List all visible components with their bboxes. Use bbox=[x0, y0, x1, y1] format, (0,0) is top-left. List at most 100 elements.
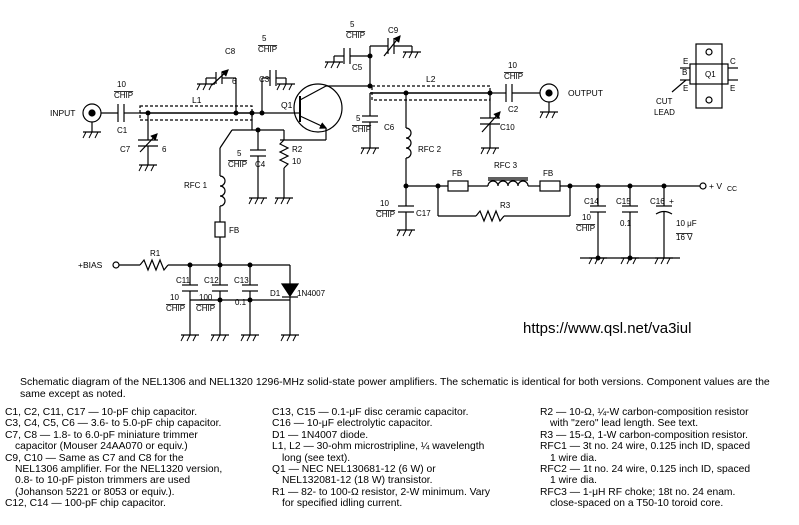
label-c15-value: 0.1 bbox=[620, 219, 632, 228]
label-d1-part: 1N4007 bbox=[297, 289, 326, 298]
parts-list-col1: C1, C2, C11, C17 — 10-pF chip capacitor.… bbox=[5, 407, 267, 510]
label-r2-value: 10 bbox=[292, 157, 301, 166]
label-c16-voltage: 16 V bbox=[676, 233, 693, 242]
label-c16-value: 10 μF bbox=[676, 219, 697, 228]
label-c7: C7 bbox=[120, 145, 131, 154]
watermark-url: https://www.qsl.net/va3iul bbox=[523, 320, 691, 337]
label-c16-plus: + bbox=[669, 196, 674, 206]
figure-caption: Schematic diagram of the NEL1306 and NEL… bbox=[20, 376, 770, 400]
part-line: close-spaced on a T50-10 toroid core. bbox=[550, 498, 724, 510]
label-c5-value: 5 bbox=[350, 20, 355, 29]
part-line: capacitor (Mouser 24AA070 or equiv.) bbox=[15, 441, 188, 453]
label-pin-q1: Q1 bbox=[705, 70, 716, 79]
label-c3: C3 bbox=[259, 75, 270, 84]
label-c2-value: 10 bbox=[508, 61, 517, 70]
label-c2: C2 bbox=[508, 105, 519, 114]
label-d1: D1 bbox=[270, 289, 281, 298]
part-line: 0.8- to 10-pF piston trimmers are used bbox=[15, 475, 191, 487]
label-c11-type: CHIP bbox=[166, 304, 185, 313]
label-input: INPUT bbox=[50, 108, 76, 118]
part-line: RFC1 — 3t no. 24 wire, 0.125 inch ID, sp… bbox=[540, 441, 751, 453]
part-line: C16 — 10-μF electrolytic capacitor. bbox=[272, 418, 433, 430]
label-c1: C1 bbox=[117, 126, 128, 135]
part-line: C7, C8 — 1.8- to 6.0-pF miniature trimme… bbox=[5, 429, 198, 441]
label-r2: R2 bbox=[292, 145, 303, 154]
label-c5-type: CHIP bbox=[346, 31, 365, 40]
label-c2-type: CHIP bbox=[504, 72, 523, 81]
label-c12-type: CHIP bbox=[196, 304, 215, 313]
label-c7-value: 6 bbox=[162, 145, 167, 154]
label-c6-value: 5 bbox=[356, 114, 361, 123]
schematic-diagram: INPUT OUTPUT +BIAS + V CC L1 L2 Q1 10 CH… bbox=[50, 20, 738, 342]
label-pin-e2: E bbox=[683, 84, 688, 93]
part-line: C12, C14 — 100-pF chip capacitor. bbox=[5, 498, 166, 510]
label-c12: C12 bbox=[204, 276, 219, 285]
label-c17: C17 bbox=[416, 209, 431, 218]
label-fb-1: FB bbox=[229, 226, 239, 235]
part-line: R1 — 82- to 100-Ω resistor, 2-W minimum.… bbox=[272, 486, 491, 498]
label-c12-value: 100 bbox=[199, 293, 213, 302]
label-c11-value: 10 bbox=[170, 293, 179, 302]
label-l2: L2 bbox=[426, 74, 436, 84]
part-line: 1 wire dia. bbox=[550, 475, 597, 487]
label-c14-type: CHIP bbox=[576, 224, 595, 233]
label-c16: C16 bbox=[650, 197, 665, 206]
label-pin-b: B bbox=[682, 68, 687, 77]
label-bias: +BIAS bbox=[78, 260, 103, 270]
label-vcc-sub: CC bbox=[727, 186, 737, 193]
label-l1: L1 bbox=[192, 95, 202, 105]
label-c6-type: CHIP bbox=[352, 125, 371, 134]
label-c14: C14 bbox=[584, 197, 599, 206]
label-fb-3: FB bbox=[543, 169, 553, 178]
part-line: C13, C15 — 0.1-μF disc ceramic capacitor… bbox=[272, 407, 469, 418]
label-c13: C13 bbox=[234, 276, 249, 285]
label-rfc3: RFC 3 bbox=[494, 161, 518, 170]
label-r3: R3 bbox=[500, 201, 511, 210]
part-line: with "zero" lead length. See text. bbox=[550, 418, 699, 430]
part-line: L1, L2 — 30-ohm microstripline, ¼ wavele… bbox=[272, 441, 485, 453]
label-pin-e3: E bbox=[730, 84, 735, 93]
label-c1-type: CHIP bbox=[114, 91, 133, 100]
part-line: long (see text). bbox=[282, 452, 351, 464]
label-c17-value: 10 bbox=[380, 199, 389, 208]
label-output: OUTPUT bbox=[568, 88, 603, 98]
label-cut: CUT bbox=[656, 97, 673, 106]
parts-list-col3: R2 — 10-Ω, ¼-W carbon-composition resist… bbox=[540, 407, 798, 510]
part-line: NEL132081-12 (18 W) transistor. bbox=[282, 475, 433, 487]
label-q1: Q1 bbox=[281, 100, 293, 110]
label-c13-value: 0.1 bbox=[235, 298, 247, 307]
part-line: C1, C2, C11, C17 — 10-pF chip capacitor. bbox=[5, 407, 198, 418]
label-c10: C10 bbox=[500, 123, 515, 132]
label-rfc1: RFC 1 bbox=[184, 181, 208, 190]
label-c6: C6 bbox=[384, 123, 395, 132]
parts-list-col2: C13, C15 — 0.1-μF disc ceramic capacitor… bbox=[272, 407, 534, 510]
label-pin-e1: E bbox=[683, 57, 688, 66]
label-c3-value: 5 bbox=[262, 34, 267, 43]
part-line: R3 — 15-Ω, 1-W carbon-composition resist… bbox=[540, 429, 748, 441]
label-c3-type: CHIP bbox=[258, 45, 277, 54]
label-rfc2: RFC 2 bbox=[418, 145, 442, 154]
label-c14-value: 10 bbox=[582, 213, 591, 222]
label-vcc: + V bbox=[709, 181, 722, 191]
label-c4: C4 bbox=[255, 160, 266, 169]
part-line: (Johanson 5221 or 8053 or equiv.). bbox=[15, 486, 175, 498]
label-c8-value: 6 bbox=[232, 77, 237, 86]
label-c4-value: 5 bbox=[237, 149, 242, 158]
part-line: for specified idling current. bbox=[282, 498, 403, 510]
part-line: 1 wire dia. bbox=[550, 452, 597, 464]
label-c9: C9 bbox=[388, 26, 399, 35]
label-c4-type: CHIP bbox=[228, 160, 247, 169]
label-pin-c: C bbox=[730, 57, 736, 66]
part-line: R2 — 10-Ω, ¼-W carbon-composition resist… bbox=[540, 407, 749, 418]
label-fb-2: FB bbox=[452, 169, 462, 178]
part-line: RFC2 — 1t no. 24 wire, 0.125 inch ID, sp… bbox=[540, 464, 751, 476]
label-r1: R1 bbox=[150, 249, 161, 258]
part-line: D1 — 1N4007 diode. bbox=[272, 429, 369, 441]
label-c11: C11 bbox=[176, 276, 191, 285]
label-c8: C8 bbox=[225, 47, 236, 56]
label-c5: C5 bbox=[352, 63, 363, 72]
label-c15: C15 bbox=[616, 197, 631, 206]
label-lead: LEAD bbox=[654, 108, 675, 117]
part-line: C3, C4, C5, C6 — 3.6- to 5.0-pF chip cap… bbox=[5, 418, 222, 430]
part-line: NEL1306 amplifier. For the NEL1320 versi… bbox=[15, 464, 223, 476]
